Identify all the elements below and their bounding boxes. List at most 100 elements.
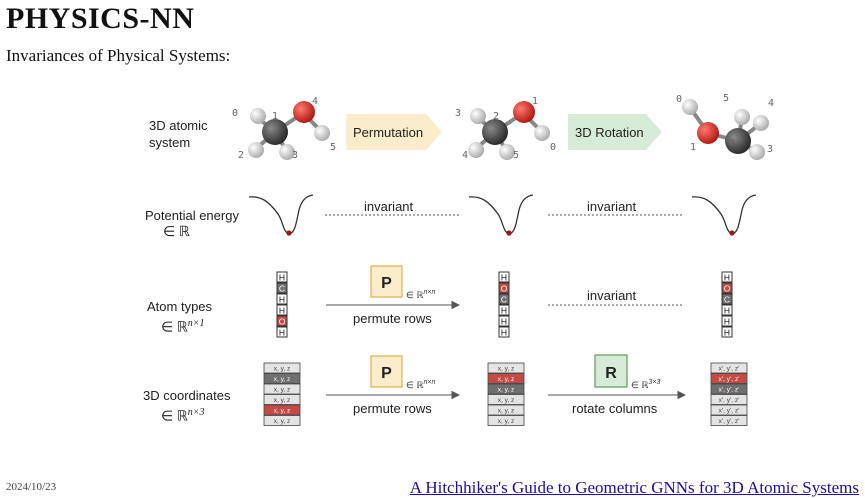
- coordinate-cell: [710, 383, 748, 395]
- molecule-permuted: 3 2 4 5 1 0: [455, 96, 556, 161]
- coordinate-value: x, y, z: [498, 387, 515, 394]
- carbon-atom: [262, 119, 288, 145]
- atomic-system-label-line2: system: [149, 135, 191, 150]
- atom-type-symbol: H: [279, 305, 285, 315]
- carbon-atom: [482, 119, 508, 145]
- coordinate-value: x, y, z: [498, 366, 515, 373]
- atom-type-cell: [498, 304, 510, 316]
- atom-type-symbol: H: [501, 272, 507, 282]
- permutation-arrow: Permutation: [346, 114, 442, 150]
- r-symbol: R: [605, 365, 617, 382]
- atom-index: 3: [292, 150, 298, 161]
- coordinate-value: x', y', z': [719, 366, 740, 373]
- atom-type-cell: [498, 271, 510, 283]
- hydrogen-atom: [753, 115, 769, 131]
- invariant-label: invariant: [587, 199, 637, 214]
- atom-index: 2: [729, 138, 735, 149]
- coordinate-value: x, y, z: [274, 387, 291, 394]
- permutation-matrix-box-coords: P ∈ ℝn×n: [370, 355, 435, 390]
- atom-index: 0: [232, 108, 238, 119]
- energy-minimum-dot: [286, 230, 292, 236]
- hydrogen-atom: [279, 144, 295, 160]
- hydrogen-atom: [534, 125, 550, 141]
- atom-index: 2: [493, 111, 499, 122]
- coordinate-cell: [487, 404, 525, 416]
- energy-minimum-dot: [729, 230, 735, 236]
- rotation-arrow: 3D Rotation: [568, 114, 662, 150]
- coordinate-value: x', y', z': [719, 376, 740, 383]
- potential-energy-domain: ∈ ℝ: [163, 225, 190, 240]
- atom-type-cell: [721, 271, 733, 283]
- coordinate-cell: [263, 394, 301, 405]
- coordinate-cell: [710, 415, 748, 426]
- hydrogen-atom: [749, 144, 765, 160]
- coordinate-cell: [263, 373, 301, 384]
- potential-energy-label: Potential energy ∈ ℝ: [145, 207, 239, 241]
- coordinate-cell: [487, 383, 525, 395]
- date-stamp: 2024/10/23: [6, 481, 57, 493]
- atom-type-cell: [721, 282, 733, 294]
- coordinate-value: x, y, z: [498, 376, 515, 383]
- p-symbol: P: [381, 365, 392, 382]
- coordinate-value: x, y, z: [274, 408, 291, 415]
- coordinate-cell: [263, 383, 301, 395]
- atomic-system-label-line1: 3D atomic: [149, 118, 208, 133]
- invariant-label: invariant: [364, 199, 414, 214]
- slide-subtitle: Invariances of Physical Systems:: [6, 46, 231, 65]
- molecule-original: 0 1 2 3 4 5: [232, 96, 336, 161]
- atom-index: 4: [312, 96, 318, 107]
- molecule-rotated: 0 5 4 1 2 3: [676, 93, 774, 160]
- hydrogen-atom: [468, 142, 484, 158]
- atom-index: 1: [690, 142, 696, 153]
- atom-type-cell: [276, 271, 288, 283]
- hydrogen-atom: [248, 142, 264, 158]
- coordinate-cell: [710, 362, 748, 374]
- slide-title: PHYSICS-NN: [6, 2, 195, 35]
- atom-type-symbol: H: [279, 294, 285, 304]
- atom-type-symbol: O: [279, 316, 286, 326]
- oxygen-atom: [513, 101, 535, 123]
- permute-rows-label: permute rows: [353, 311, 432, 326]
- coordinate-cell: [710, 394, 748, 405]
- coordinate-value: x', y', z': [719, 408, 740, 415]
- rotation-label: 3D Rotation: [575, 125, 644, 140]
- hydrogen-atom: [314, 125, 330, 141]
- coordinate-cell: [263, 362, 301, 374]
- atom-type-symbol: H: [501, 316, 507, 326]
- reference-link[interactable]: A Hitchhiker's Guide to Geometric GNNs f…: [409, 478, 859, 497]
- oxygen-atom: [293, 101, 315, 123]
- atom-type-symbol: H: [279, 272, 285, 282]
- coordinate-value: x', y', z': [719, 397, 740, 404]
- atom-type-cell: [498, 293, 510, 305]
- energy-curve-permuted: [468, 194, 534, 236]
- atom-type-cell: [276, 315, 288, 327]
- atom-index: 3: [455, 108, 461, 119]
- atom-index: 4: [768, 98, 774, 109]
- coordinate-value: x', y', z': [719, 418, 740, 425]
- hydrogen-atom: [499, 144, 515, 160]
- atom-types-label-text: Atom types: [147, 299, 213, 314]
- coordinate-column-rotated: x', y', z' x', y', z' x', y', z' x', y', z'…: [710, 362, 748, 426]
- atom-type-cell: [276, 326, 288, 338]
- atom-index: 3: [767, 144, 773, 155]
- coordinate-value: x', y', z': [719, 387, 740, 394]
- coordinate-cell: [710, 373, 748, 384]
- atom-types-domain-sup: n×1: [187, 318, 205, 329]
- atom-type-symbol: H: [724, 327, 730, 337]
- atom-types-label: Atom types ∈ ℝn×1: [147, 298, 212, 337]
- atom-type-cell: [721, 304, 733, 316]
- atom-index: 4: [462, 150, 468, 161]
- atom-types-domain-base: ∈ ℝ: [161, 320, 188, 336]
- energy-minimum-dot: [506, 230, 512, 236]
- rotate-columns-label: rotate columns: [572, 401, 658, 416]
- coordinate-value: x, y, z: [274, 418, 291, 425]
- coordinate-cell: [487, 373, 525, 384]
- atom-type-symbol: C: [501, 294, 507, 304]
- atom-type-cell: [276, 304, 288, 316]
- permutation-matrix-box: P ∈ ℝn×n: [370, 265, 435, 300]
- energy-curve-rotated: [691, 194, 757, 236]
- atom-type-symbol: O: [501, 283, 508, 293]
